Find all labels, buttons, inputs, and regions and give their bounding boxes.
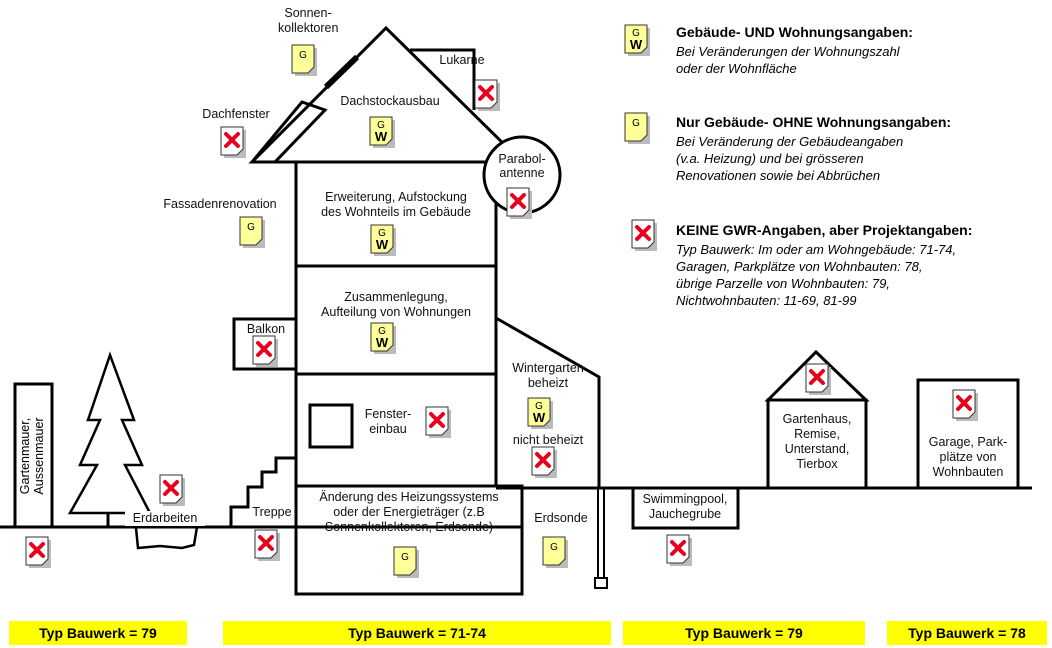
svg-text:G: G bbox=[550, 542, 558, 553]
svg-text:G: G bbox=[377, 120, 385, 131]
label-treppe: Treppe bbox=[252, 505, 292, 519]
svg-text:W: W bbox=[376, 335, 389, 350]
wintergarten bbox=[495, 316, 601, 490]
red-x-form-icon bbox=[952, 389, 978, 421]
red-x-form-icon bbox=[506, 187, 532, 219]
basement bbox=[294, 484, 524, 596]
floor-middle bbox=[294, 264, 498, 376]
svg-text:G: G bbox=[401, 552, 409, 563]
svg-text:G: G bbox=[535, 401, 543, 412]
balcony bbox=[232, 317, 298, 371]
red-x-form-icon bbox=[425, 406, 451, 438]
label-gartenmauer: Gartenmauer,Aussenmauer bbox=[18, 417, 46, 495]
g-form-icon: G bbox=[542, 536, 568, 568]
label-parabolantenne: Parabol-antenne bbox=[498, 152, 546, 180]
legend-gw-desc-2: oder der Wohnfläche bbox=[676, 61, 797, 76]
red-x-form-icon bbox=[805, 363, 831, 395]
label-lukarne: Lukarne bbox=[439, 53, 485, 67]
garage bbox=[916, 378, 1020, 490]
typ-bauwerk-bar-4: Typ Bauwerk = 78 bbox=[887, 621, 1047, 645]
excavation bbox=[134, 526, 199, 550]
label-fenstereinbau: Fenster-einbau bbox=[364, 407, 412, 436]
legend-x-title: KEINE GWR-Angaben, aber Projektangaben: bbox=[676, 222, 973, 238]
swimmingpool bbox=[631, 486, 740, 530]
g-form-icon: G bbox=[239, 216, 265, 248]
red-x-form-icon bbox=[220, 126, 246, 158]
red-x-form-icon bbox=[531, 446, 557, 478]
label-erdarbeiten: Erdarbeiten bbox=[125, 511, 205, 526]
svg-text:G: G bbox=[378, 228, 386, 239]
window bbox=[308, 403, 354, 449]
red-x-form-icon bbox=[631, 219, 657, 251]
legend-x-desc-1: Typ Bauwerk: Im oder am Wohngebäude: 71-… bbox=[676, 242, 957, 257]
label-fassadenrenovation: Fassadenrenovation bbox=[163, 197, 277, 211]
typ-bauwerk-bar-2: Typ Bauwerk = 71-74 bbox=[223, 621, 611, 645]
g-w-form-icon: GW bbox=[370, 322, 396, 354]
legend-gw-title: Gebäude- UND Wohnungsangaben: bbox=[676, 24, 913, 40]
dachfenster-outline bbox=[248, 100, 328, 164]
svg-text:W: W bbox=[376, 237, 389, 252]
label-swimmingpool: Swimmingpool,Jauchegrube bbox=[642, 492, 728, 521]
label-dachstockausbau: Dachstockausbau bbox=[340, 94, 440, 108]
typ-bauwerk-bar-3: Typ Bauwerk = 79 bbox=[623, 621, 865, 645]
label-nicht-beheizt: nicht beheizt bbox=[512, 433, 584, 447]
svg-text:G: G bbox=[247, 222, 255, 233]
lukarne-outline bbox=[410, 48, 476, 110]
red-x-form-icon bbox=[252, 335, 278, 367]
legend-x-desc-4: Nichtwohnbauten: 11-69, 81-99 bbox=[676, 293, 857, 308]
legend-g-desc-3: Renovationen sowie bei Abbrüchen bbox=[676, 168, 881, 183]
svg-text:G: G bbox=[632, 28, 640, 39]
g-w-form-icon: GW bbox=[369, 116, 395, 148]
stairs bbox=[229, 456, 296, 527]
legend-g-title: Nur Gebäude- OHNE Wohnungsangaben: bbox=[676, 114, 952, 130]
g-form-icon: G bbox=[291, 44, 317, 76]
legend-x-desc-2: Garagen, Parkplätze von Wohnbauten: 78, bbox=[676, 259, 923, 274]
red-x-form-icon bbox=[474, 79, 500, 111]
label-balkon: Balkon bbox=[246, 322, 286, 336]
solar-panel bbox=[323, 54, 360, 90]
svg-text:W: W bbox=[533, 410, 546, 425]
typ-bauwerk-bar-1: Typ Bauwerk = 79 bbox=[9, 621, 187, 645]
label-dachfenster: Dachfenster bbox=[202, 107, 270, 121]
label-gartenhaus: Gartenhaus,Remise, Unterstand,Tierbox bbox=[782, 412, 852, 471]
legend-gw-desc-1: Bei Veränderungen der Wohnungszahl bbox=[676, 44, 900, 59]
label-erdsonde: Erdsonde bbox=[534, 511, 588, 525]
g-form-icon: G bbox=[393, 546, 419, 578]
red-x-form-icon bbox=[254, 529, 280, 561]
g-w-form-icon: GW bbox=[624, 24, 650, 56]
svg-text:G: G bbox=[632, 118, 640, 129]
red-x-form-icon bbox=[159, 474, 185, 506]
svg-text:W: W bbox=[630, 37, 643, 52]
legend-g-desc-2: (v.a. Heizung) und bei grösseren bbox=[676, 151, 864, 166]
label-sonnenkollektoren: Sonnen-kollektoren bbox=[278, 6, 339, 35]
red-x-form-icon bbox=[25, 536, 51, 568]
svg-text:G: G bbox=[299, 50, 307, 61]
g-w-form-icon: GW bbox=[527, 397, 553, 429]
tree bbox=[67, 351, 153, 515]
g-w-form-icon: GW bbox=[370, 224, 396, 256]
label-zusammenlegung: Zusammenlegung,Aufteilung von Wohnungen bbox=[321, 290, 471, 319]
gartenhaus bbox=[766, 398, 868, 490]
g-form-icon: G bbox=[624, 112, 650, 144]
legend-x-desc-3: übrige Parzelle von Wohnbauten: 79, bbox=[676, 276, 890, 291]
legend-g-desc-1: Bei Veränderung der Gebäudeangaben bbox=[676, 134, 904, 149]
red-x-form-icon bbox=[666, 534, 692, 566]
svg-text:G: G bbox=[378, 326, 386, 337]
svg-text:W: W bbox=[375, 129, 388, 144]
